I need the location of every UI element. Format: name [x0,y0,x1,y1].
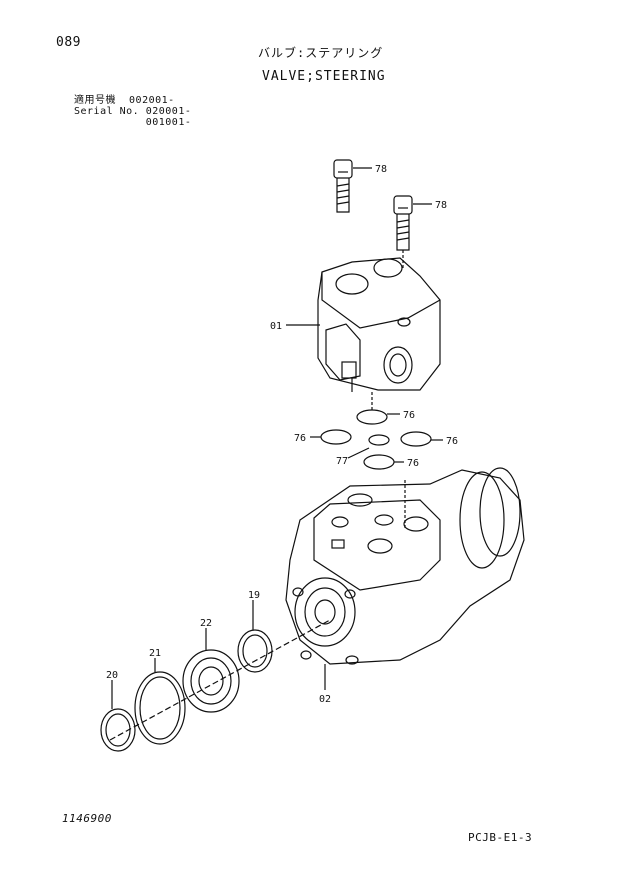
bolt-78-a [333,159,353,213]
serial-line-1: 適用号機 002001- [74,95,175,106]
steering-body-02 [285,467,525,665]
bearing-22 [182,649,240,713]
serial-line-3: 001001- [74,117,192,128]
valve-block-01 [317,257,441,392]
o-ring-77 [368,434,390,446]
title-english: VALVE;STEERING [262,69,386,84]
callout-76-a: 76 [403,410,415,421]
callout-19: 19 [248,590,260,601]
bolt-78-b [393,195,413,251]
callout-78-b: 78 [435,200,447,211]
o-ring-76-bottom [363,454,395,470]
callout-77: 77 [336,456,348,467]
callout-76-c: 76 [446,436,458,447]
serial-line-2: Serial No. 020001- [74,106,192,117]
callout-02: 02 [319,694,331,705]
o-ring-76-left [320,429,352,445]
footer-code: PCJB-E1-3 [468,831,533,844]
ring-21 [134,671,186,745]
callout-20: 20 [106,670,118,681]
callout-21: 21 [149,648,161,659]
washer-20 [100,708,136,752]
callout-22: 22 [200,618,212,629]
o-ring-76-top [356,409,388,425]
page-number: 089 [56,35,81,50]
callout-01: 01 [270,321,282,332]
o-ring-76-right [400,431,432,447]
callout-76-b: 76 [294,433,306,444]
callout-78-a: 78 [375,164,387,175]
drawing-number: 1146900 [62,812,112,825]
callout-76-d: 76 [407,458,419,469]
title-japanese: バルブ:ステアリング [258,46,384,60]
